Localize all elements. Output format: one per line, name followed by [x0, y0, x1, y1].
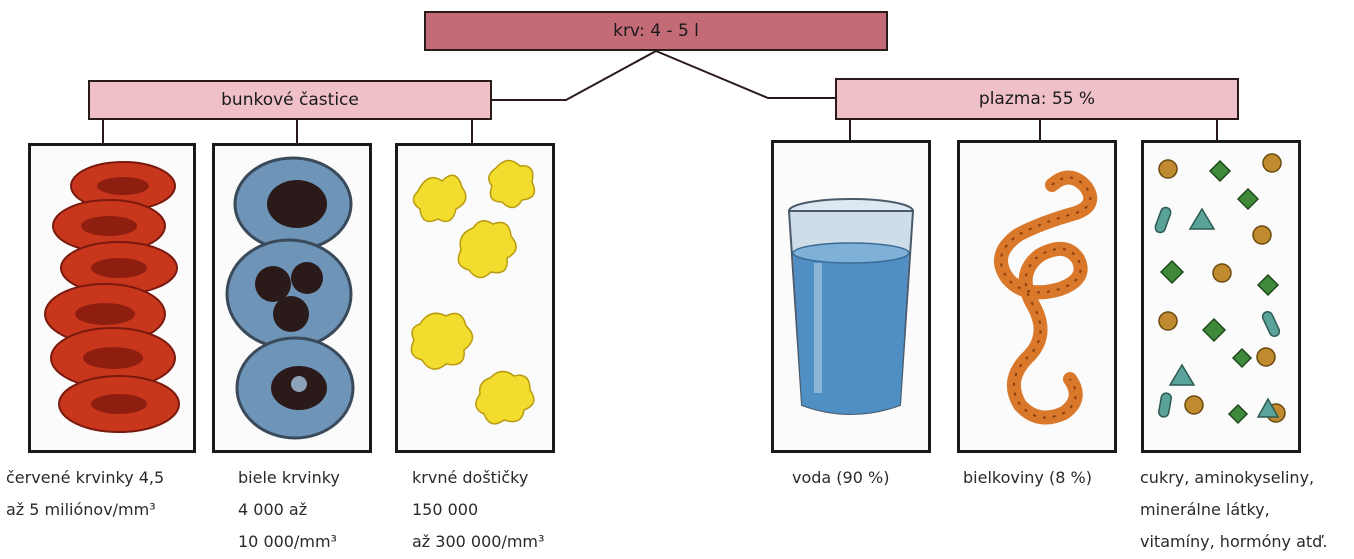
glass-of-water-illustration [787, 198, 915, 415]
caption-red-blood-cells: červené krvinky 4,5 až 5 miliónov/mm³ [6, 462, 164, 526]
caption-white-blood-cells: biele krvinky 4 000 až 10 000/mm³ [238, 462, 340, 558]
caption-line: krvné doštičky [412, 468, 529, 487]
platelets-illustration [410, 159, 536, 425]
caption-line: až 300 000/mm³ [412, 532, 545, 551]
category-label-plasma: plazma: 55 % [978, 89, 1096, 109]
caption-platelets: krvné doštičky 150 000 až 300 000/mm³ [412, 462, 544, 558]
red-blood-cells-illustration [44, 161, 180, 433]
caption-line: bielkoviny (8 %) [963, 468, 1092, 487]
category-label-cellular: bunkové častice [221, 90, 359, 110]
caption-line: 150 000 [412, 500, 479, 519]
caption-molecules: cukry, aminokyseliny, minerálne látky, v… [1140, 462, 1327, 558]
caption-line: 10 000/mm³ [238, 532, 337, 551]
caption-line: biele krvinky [238, 468, 340, 487]
category-cellular-particles: bunkové častice [88, 80, 492, 120]
caption-line: 4 000 až [238, 500, 308, 519]
panel-water [771, 140, 931, 453]
caption-water: voda (90 %) [792, 462, 889, 494]
caption-proteins: bielkoviny (8 %) [963, 462, 1092, 494]
caption-line: červené krvinky 4,5 [6, 468, 165, 487]
panel-platelets [395, 143, 555, 453]
protein-chain-illustration [994, 170, 1098, 425]
panel-red-blood-cells [28, 143, 196, 453]
panel-molecules [1141, 140, 1301, 453]
molecules-mix-illustration [1154, 153, 1286, 425]
caption-line: cukry, aminokyseliny, [1140, 468, 1315, 487]
caption-line: voda (90 %) [792, 468, 890, 487]
panel-white-blood-cells [212, 143, 372, 453]
category-plasma: plazma: 55 % [835, 78, 1239, 120]
white-blood-cells-illustration [225, 156, 355, 440]
root-label: krv: 4 - 5 l [613, 21, 699, 41]
panel-proteins [957, 140, 1117, 453]
caption-line: minerálne látky, [1140, 500, 1270, 519]
caption-line: vitamíny, hormóny atď. [1140, 532, 1328, 551]
root-node-blood: krv: 4 - 5 l [424, 11, 888, 51]
caption-line: až 5 miliónov/mm³ [6, 500, 156, 519]
